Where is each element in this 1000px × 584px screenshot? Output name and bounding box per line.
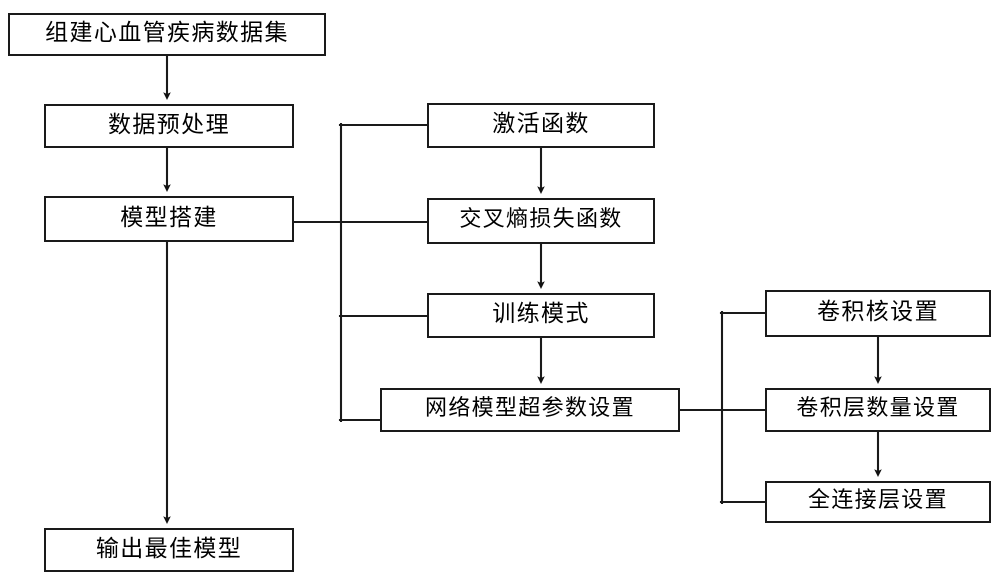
node-activation[interactable]: 激活函数 [427, 103, 655, 148]
node-hyperparameters[interactable]: 网络模型超参数设置 [380, 388, 680, 432]
node-preprocess-label: 数据预处理 [108, 111, 230, 138]
node-cross-entropy-loss[interactable]: 交叉熵损失函数 [427, 198, 655, 244]
node-best-model[interactable]: 输出最佳模型 [44, 528, 294, 572]
node-model-build[interactable]: 模型搭建 [44, 196, 294, 242]
node-fc-layer-settings[interactable]: 全连接层设置 [765, 481, 991, 523]
node-model-build-label: 模型搭建 [120, 204, 218, 231]
node-preprocess[interactable]: 数据预处理 [44, 104, 294, 148]
node-dataset-label: 组建心血管疾病数据集 [45, 20, 289, 46]
node-dataset[interactable]: 组建心血管疾病数据集 [8, 13, 326, 56]
node-training-mode[interactable]: 训练模式 [427, 293, 655, 338]
node-hyperparameters-label: 网络模型超参数设置 [425, 396, 635, 421]
node-best-model-label: 输出最佳模型 [95, 535, 243, 562]
node-fc-layer-settings-label: 全连接层设置 [808, 488, 948, 513]
node-training-mode-label: 训练模式 [492, 301, 590, 327]
node-kernel-settings[interactable]: 卷积核设置 [765, 290, 991, 337]
node-cross-entropy-loss-label: 交叉熵损失函数 [459, 207, 623, 232]
node-kernel-settings-label: 卷积核设置 [817, 299, 939, 325]
node-conv-layer-count-label: 卷积层数量设置 [796, 396, 960, 421]
node-activation-label: 激活函数 [492, 111, 590, 137]
node-conv-layer-count[interactable]: 卷积层数量设置 [765, 388, 991, 432]
